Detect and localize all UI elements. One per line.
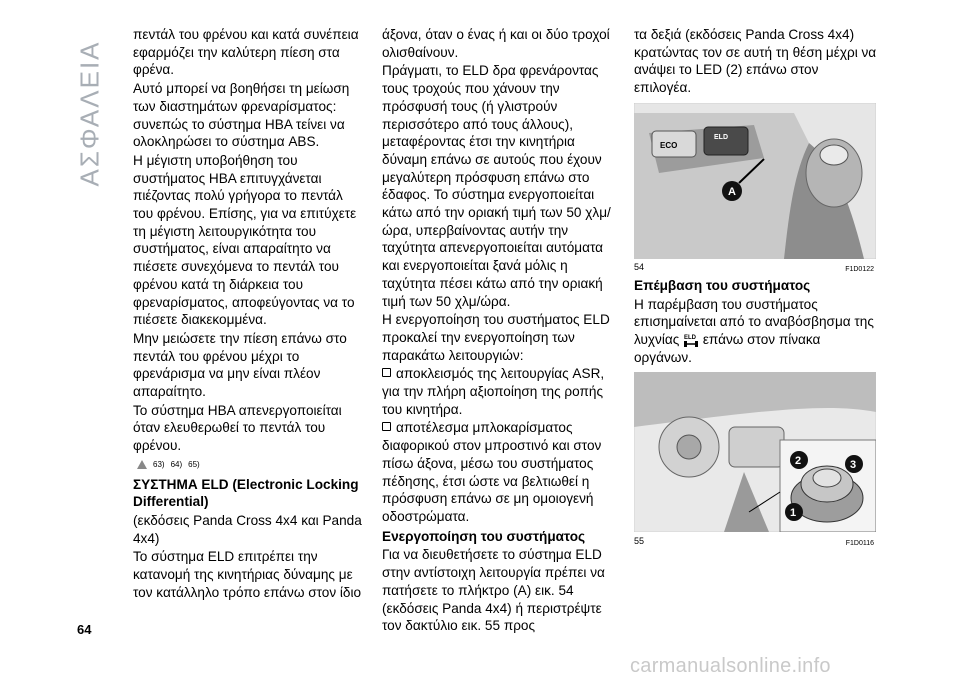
bullet-item: αποτέλεσμα μπλοκαρίσματος διαφορικού στο… — [382, 420, 602, 524]
eld-warning-lamp-icon: ELD — [683, 332, 699, 348]
bullet-icon — [382, 368, 391, 378]
paragraph: Μην μειώσετε την πίεση επάνω στο πεντάλ … — [133, 330, 347, 400]
column-1: πεντάλ του φρένου και κατά συνέπεια εφαρ… — [133, 26, 363, 603]
page-number: 64 — [77, 622, 92, 637]
paragraph: Το σύστημα ELD επιτρέπει την κατανομή τη… — [133, 549, 362, 600]
paragraph: τα δεξιά (εκδόσεις Panda Cross 4x4) κρατ… — [634, 27, 877, 96]
eld-ring-illustration: 2 3 1 — [634, 372, 876, 533]
warning-references: 63) 64) 65) — [137, 456, 363, 474]
watermark: carmanualsonline.info — [630, 655, 831, 677]
paragraph: Αυτό μπορεί να βοηθήσει τη μείωση των δι… — [133, 81, 350, 150]
svg-text:ELD: ELD — [684, 335, 697, 341]
figure-caption: 54 F1D0122 — [634, 261, 874, 273]
warning-icon — [137, 460, 147, 470]
section-heading: Επέμβαση του συστήματος — [634, 277, 811, 293]
paragraph: Πράγματι, το ELD δρα φρενάροντας τους τρ… — [382, 63, 611, 309]
paragraph: άξονα, όταν ο ένας ή και οι δύο τροχοί ο… — [382, 27, 610, 60]
figure-54: ECO ELD A 54 F1D0122 — [634, 102, 876, 273]
section-tab: ΑΣΦΑΛΕΙΑ — [74, 39, 105, 187]
paragraph: (εκδόσεις Panda Cross 4x4 και Panda 4x4) — [133, 512, 362, 546]
column-2: άξονα, όταν ο ένας ή και οι δύο τροχοί ο… — [382, 26, 622, 636]
bullet-item: αποκλεισμός της λειτουργίας ASR, για την… — [382, 366, 605, 417]
figure-55: 2 3 1 55 F1D0116 — [634, 372, 876, 548]
figure-caption: 55 F1D0116 — [634, 536, 874, 548]
section-heading: Ενεργοποίηση του συστήματος — [382, 528, 586, 544]
marker-a: A — [728, 186, 736, 198]
column-3: τα δεξιά (εκδόσεις Panda Cross 4x4) κρατ… — [634, 26, 879, 548]
eld-button-illustration: ECO ELD A — [634, 102, 876, 259]
paragraph: Η μέγιστη υποβοήθηση του συστήματος HBA … — [133, 152, 357, 328]
section-heading: ΣΥΣΤΗΜΑ ELD (Electronic Locking Differen… — [133, 476, 359, 510]
paragraph: Η παρέμβαση του συστήματος επισημαίνεται… — [634, 296, 874, 365]
marker-3: 3 — [850, 459, 856, 471]
svg-text:ELD: ELD — [714, 134, 728, 141]
paragraph: πεντάλ του φρένου και κατά συνέπεια εφαρ… — [133, 27, 359, 78]
marker-1: 1 — [790, 507, 796, 519]
paragraph: Η ενεργοποίηση του συστήματος ELD προκαλ… — [382, 312, 610, 363]
marker-2: 2 — [795, 455, 801, 467]
paragraph: Για να διευθετήσετε το σύστημα ELD στην … — [382, 547, 605, 634]
bullet-icon — [382, 422, 391, 432]
svg-text:ECO: ECO — [660, 141, 677, 150]
paragraph: Το σύστημα HBA απενεργοποιείται όταν ελε… — [133, 402, 342, 454]
